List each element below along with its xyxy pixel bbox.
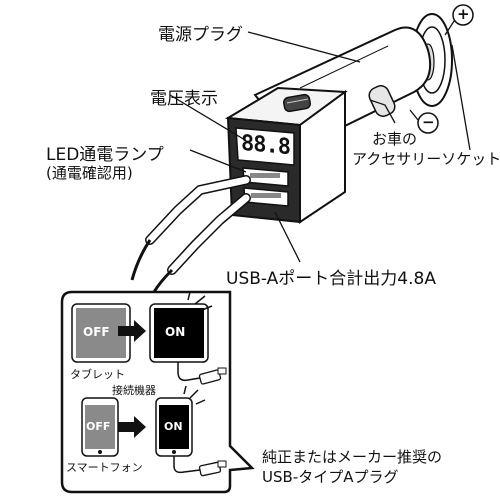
cable-note-label: 純正またはメーカー推奨の [262,448,443,466]
voltage-display-digits: 88.8 [241,130,290,161]
tablet-on [149,291,213,363]
smartphone-label: スマートフォン [66,461,143,474]
led-lamp-label: LED通電ランプ [46,145,164,165]
power-plug-label: 電源プラグ [158,25,243,45]
leader-lines [169,14,471,263]
phone-cable [173,456,227,477]
phone-off-text: OFF [86,420,111,433]
tablet-cable [177,362,227,385]
car-socket-label: お車の [372,130,418,148]
car-socket-sublabel: アクセサリーソケット [352,150,500,168]
led-lamp-sublabel: (通電確認用) [46,164,133,182]
arrow-icon [118,320,146,342]
tablet-off [71,303,131,363]
tablet-on-text: ON [165,325,186,339]
cable-note-sublabel: USB-タイプAプラグ [262,468,399,486]
minus-terminal-marker [417,112,439,134]
phone-on [155,385,206,457]
minus-icon: − [422,113,435,131]
usb-cable-lower [152,193,251,293]
tablet-off-text: OFF [83,325,110,339]
usb-output-label: USB-Aポート合計出力4.8A [226,269,436,289]
usb-cable-upper [130,175,251,281]
voltage-display-label: 電圧表示 [150,89,218,109]
plus-terminal-marker [452,4,474,26]
phone-on-text: ON [164,420,183,433]
arrow-icon [118,416,146,438]
connected-devices-label: 接続機器 [112,384,156,397]
plus-icon: + [457,5,470,23]
phone-off [81,397,119,457]
tablet-label: タブレット [70,368,125,381]
